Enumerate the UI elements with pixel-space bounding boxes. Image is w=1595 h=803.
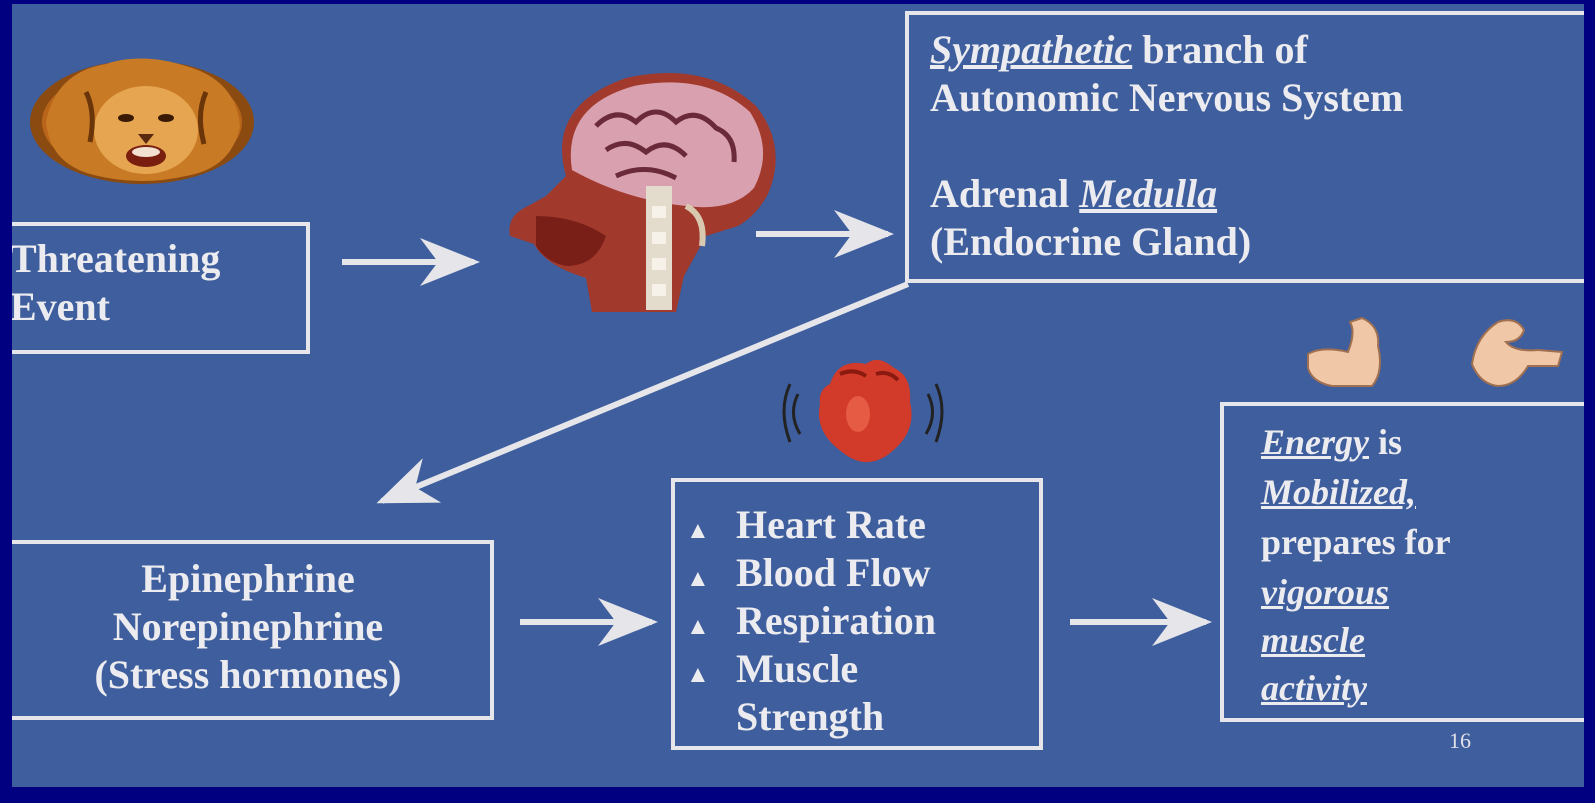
arrow-ans-to-hormones [382,284,908,501]
arrows-layer [12,4,1584,787]
slide-number: 16 [1449,728,1471,754]
diagram-panel: Threatening Event Sympathetic branch of … [12,4,1584,787]
